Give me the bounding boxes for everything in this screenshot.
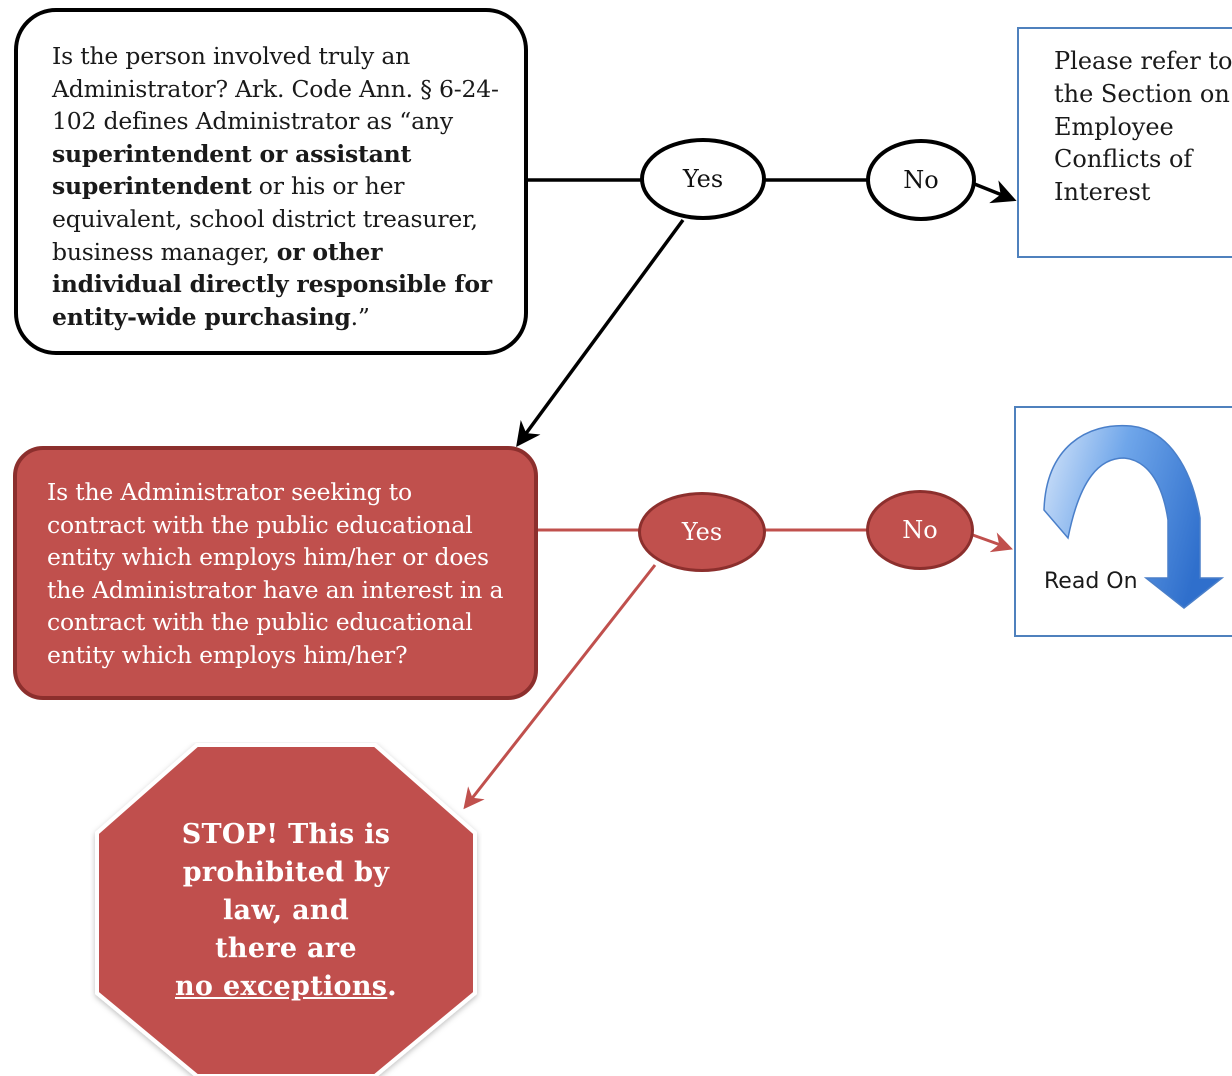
- stop-no-exceptions: no exceptions: [175, 971, 388, 1002]
- stop-sign: STOP! This is prohibited by law, and the…: [90, 742, 482, 1076]
- no-node-2: No: [866, 490, 974, 570]
- refer-text: Please refer to the Section on Employee …: [1054, 47, 1232, 207]
- arrow-yes2-stop: [463, 564, 657, 810]
- arrow-no2-readon: [969, 532, 1013, 553]
- q1-bold-superintendent: superintendent or assistant superintende…: [52, 139, 412, 201]
- stop-line-1: STOP! This is: [181, 819, 391, 850]
- curved-arrow-down-icon: [1043, 424, 1225, 609]
- yes-node-1: Yes: [640, 138, 766, 220]
- read-on-label: Read On: [1044, 569, 1138, 594]
- stop-line-5: no exceptions.: [90, 968, 482, 1006]
- stop-octagon: [95, 743, 477, 1076]
- no-node-1: No: [866, 139, 976, 221]
- question-administrator-box: Is the person involved truly an Administ…: [14, 8, 528, 355]
- q1-text-1: Is the person involved truly an Administ…: [52, 42, 499, 136]
- yes-node-2: Yes: [638, 492, 766, 572]
- q2-text: Is the Administrator seeking to contract…: [47, 478, 504, 669]
- stop-message: STOP! This is prohibited by law, and the…: [90, 816, 482, 1006]
- arrow-no-refer: [971, 180, 1017, 204]
- yes-node-1-label: Yes: [682, 165, 724, 193]
- yes-node-2-label: Yes: [681, 518, 723, 546]
- arrow-yes-q2: [516, 218, 685, 447]
- read-on-box: Read On: [1014, 406, 1232, 637]
- stop-period: .: [387, 971, 397, 1002]
- refer-employee-conflicts-box: Please refer to the Section on Employee …: [1017, 27, 1232, 258]
- q1-text-3: .”: [350, 302, 370, 331]
- q1-text-2: or his or her equivalent, school distric…: [52, 172, 478, 266]
- stop-line-4: there are: [215, 933, 357, 964]
- stop-line-3: law, and: [223, 895, 349, 926]
- question-contract-box: Is the Administrator seeking to contract…: [13, 446, 538, 700]
- q1-bold-purchasing: or other individual directly responsible…: [52, 237, 492, 331]
- no-node-1-label: No: [903, 166, 939, 194]
- stop-line-2: prohibited by: [182, 857, 390, 888]
- no-node-2-label: No: [902, 516, 938, 544]
